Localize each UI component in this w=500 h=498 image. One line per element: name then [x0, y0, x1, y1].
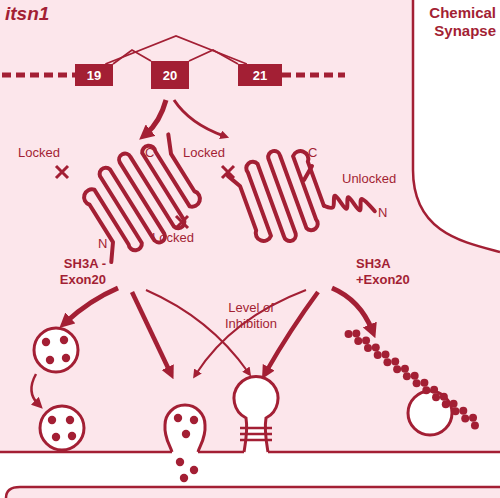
state-label: Locked — [152, 230, 194, 246]
endocytic-bulb — [234, 376, 278, 452]
actin-bead — [354, 337, 362, 345]
state-label: Locked — [18, 145, 60, 161]
actin-bead — [364, 344, 372, 352]
actin-bead — [442, 400, 450, 408]
neurotransmitter-dot — [190, 466, 198, 474]
postsynaptic-cell — [6, 487, 500, 498]
translation-arrow — [174, 100, 224, 136]
exon-number: 20 — [163, 68, 177, 83]
neurotransmitter-dot — [68, 432, 76, 440]
state-label: Unlocked — [342, 171, 396, 187]
neurotransmitter-dot — [66, 416, 74, 424]
lock-mark — [56, 166, 68, 178]
actin-bead — [381, 351, 389, 359]
actin-bead — [411, 372, 419, 380]
isoform-label: SH3A -Exon20 — [40, 256, 106, 288]
actin-bead — [393, 365, 401, 373]
neurotransmitter-dot — [42, 338, 50, 346]
state-label: Locked — [183, 145, 225, 161]
inhibition-arrow — [332, 288, 372, 330]
neurotransmitter-dot — [190, 416, 198, 424]
actin-bead — [372, 344, 380, 352]
splice-junction — [105, 36, 246, 64]
actin-bead — [374, 351, 382, 359]
actin-bead — [450, 400, 458, 408]
inhibition-arrow — [266, 292, 318, 372]
inhibition-arrow — [66, 288, 118, 322]
actin-bead — [391, 358, 399, 366]
axis-label: Level of Inhibition — [212, 300, 290, 332]
terminus-label: C — [145, 145, 154, 161]
neurotransmitter-dot — [48, 416, 56, 424]
exon-box: 19 — [75, 64, 113, 86]
actin-bead — [461, 414, 469, 422]
actin-bead — [469, 414, 477, 422]
neurotransmitter-dot — [62, 354, 70, 362]
actin-bead — [422, 386, 430, 394]
neurotransmitter-dot — [60, 336, 68, 344]
docked-vesicle — [40, 406, 84, 450]
fusing-vesicle — [165, 405, 205, 452]
actin-bead — [452, 407, 460, 415]
actin-bead — [362, 337, 370, 345]
presynaptic-terminal — [0, 0, 500, 452]
actin-bead — [420, 379, 428, 387]
dynamin-ring — [240, 428, 272, 440]
neurotransmitter-dot — [176, 458, 184, 466]
splice-junction — [189, 50, 238, 64]
translation-arrow — [146, 100, 166, 134]
actin-bead — [352, 329, 360, 337]
actin-bead — [345, 330, 353, 338]
terminus-label: N — [98, 236, 107, 252]
postsynaptic-membrane — [6, 487, 500, 498]
vesicle-cargo — [42, 336, 198, 482]
terminus-label: C — [308, 145, 317, 161]
terminus-label: N — [378, 205, 387, 221]
actin-bead — [459, 407, 467, 415]
neurotransmitter-dot — [182, 430, 190, 438]
sh3a-unlocked-protein — [225, 140, 333, 253]
actin-bead — [383, 358, 391, 366]
exon-number: 21 — [253, 68, 267, 83]
neurotransmitter-dot — [180, 474, 188, 482]
actin-bead — [403, 372, 411, 380]
actin-bead — [401, 365, 409, 373]
actin-bead — [440, 393, 448, 401]
actin-bead — [471, 421, 479, 429]
synaptic-vesicle — [34, 328, 78, 372]
protein-group — [66, 128, 375, 270]
isoform-label: SH3A +Exon20 — [356, 256, 422, 288]
exon-box: 20 — [151, 61, 189, 89]
actin-bead — [413, 379, 421, 387]
inhibition-arrow — [132, 292, 170, 372]
neurotransmitter-dot — [46, 356, 54, 364]
actin-filament — [345, 329, 479, 429]
neurotransmitter-dot — [52, 433, 60, 441]
neurotransmitter-dot — [174, 414, 182, 422]
actin-bead — [432, 393, 440, 401]
unlocked-n-terminus — [322, 185, 375, 227]
gene-name: itsn1 — [5, 2, 49, 25]
splice-junction — [113, 50, 151, 64]
exon-number: 19 — [87, 68, 101, 83]
endocytic-vesicle — [408, 391, 452, 435]
actin-bead — [430, 386, 438, 394]
exon-box: 21 — [238, 64, 282, 86]
panel-title: Chemical Synapse — [408, 4, 496, 41]
docking-arrow — [31, 374, 38, 404]
